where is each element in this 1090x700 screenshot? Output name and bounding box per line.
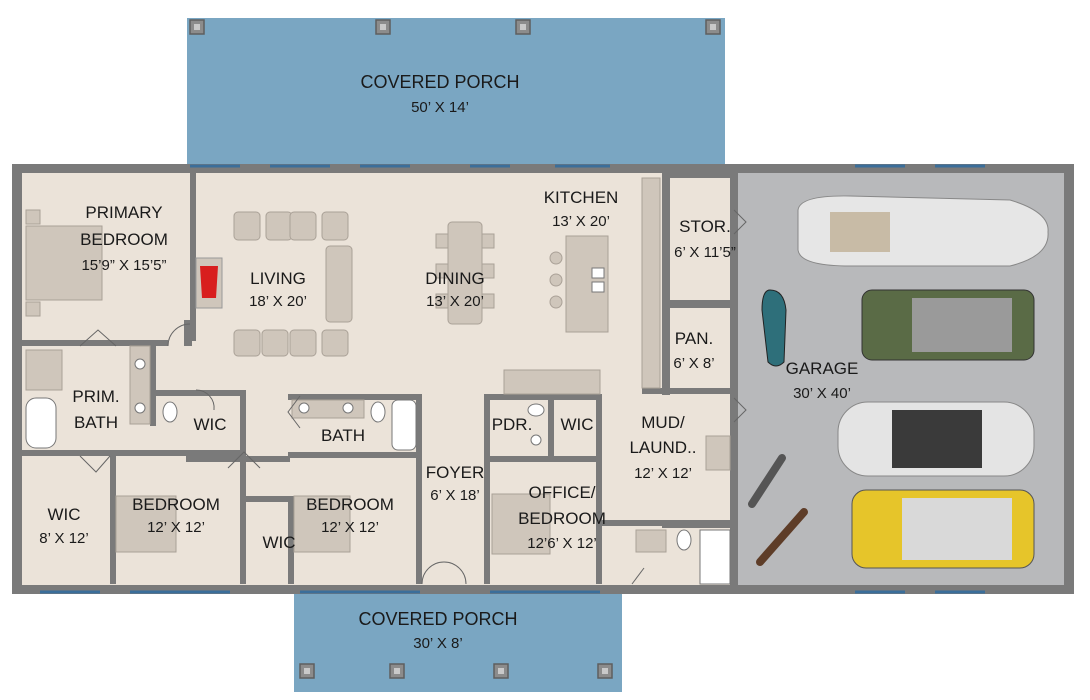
interior-walls: [22, 173, 738, 585]
dining-size: 13’ X 20’: [426, 293, 484, 310]
motorcycle-icon: [748, 454, 808, 566]
storage-name: STOR.: [679, 217, 731, 236]
garage-name: GARAGE: [786, 359, 859, 378]
dining-table: [435, 221, 495, 325]
office-name-1: OFFICE/: [528, 483, 595, 502]
hall-bath-fixtures: [291, 399, 417, 451]
mud-name-2: LAUND..: [629, 438, 696, 457]
living-furniture: [233, 211, 353, 357]
mud-fixtures: [635, 435, 731, 585]
jeep-icon: [861, 289, 1035, 361]
bedroom-b-name: BEDROOM: [306, 495, 394, 514]
prim-bath-name-2: BATH: [74, 413, 118, 432]
living-name: LIVING: [250, 269, 306, 288]
kitchen-island: [503, 177, 661, 395]
fireplace-icon: [195, 257, 223, 309]
rear-porch: [187, 18, 725, 170]
primary-bedroom-size: 15’9” X 15’5”: [81, 257, 166, 274]
garage-size: 30’ X 40’: [793, 385, 851, 402]
living-size: 18’ X 20’: [249, 293, 307, 310]
bath-name: BATH: [321, 426, 365, 445]
front-porch-name: COVERED PORCH: [358, 609, 517, 629]
wic-office-name: WIC: [560, 415, 593, 434]
primary-bed: [25, 209, 103, 317]
wic-primary-size: 8’ X 12’: [39, 530, 88, 547]
porch-posts: [189, 19, 721, 679]
rear-porch-name: COVERED PORCH: [360, 72, 519, 92]
wic-hall-name: WIC: [193, 415, 226, 434]
tesla-icon: [837, 401, 1035, 477]
windows: [40, 164, 985, 594]
jetski-icon: [761, 289, 787, 367]
foyer-name: FOYER: [426, 463, 485, 482]
front-porch-size: 30’ X 8’: [413, 635, 462, 652]
bedroom-b-size: 12’ X 12’: [321, 519, 379, 536]
mud-size: 12’ X 12’: [634, 465, 692, 482]
kitchen-name: KITCHEN: [544, 188, 619, 207]
pantry-name: PAN.: [675, 329, 713, 348]
wic-small-name: WIC: [262, 533, 295, 552]
office-name-2: BEDROOM: [518, 509, 606, 528]
primary-bedroom-name-2: BEDROOM: [80, 230, 168, 249]
front-porch: [294, 594, 622, 692]
suv-icon: [851, 489, 1035, 569]
office-size: 12’6’ X 12’: [527, 535, 597, 552]
powder-fixtures: [527, 403, 545, 446]
bedroom-a-name: BEDROOM: [132, 495, 220, 514]
boat-icon: [797, 195, 1049, 267]
powder-name: PDR.: [492, 415, 533, 434]
wic-primary-name: WIC: [47, 505, 80, 524]
prim-bath-name-1: PRIM.: [72, 387, 119, 406]
primary-bedroom-name-1: PRIMARY: [85, 203, 162, 222]
storage-floor: [670, 178, 732, 300]
door-swings: [79, 209, 747, 585]
bedroom-a-size: 12’ X 12’: [147, 519, 205, 536]
foyer-size: 6’ X 18’: [430, 487, 479, 504]
mud-name-1: MUD/: [641, 413, 685, 432]
bedroom-beds: [115, 493, 551, 555]
rear-porch-size: 50’ X 14’: [411, 99, 469, 116]
dining-name: DINING: [425, 269, 485, 288]
pantry-size: 6’ X 8’: [673, 355, 714, 372]
storage-size: 6’ X 11’5”: [674, 244, 736, 261]
pantry-floor: [668, 308, 730, 388]
kitchen-size: 13’ X 20’: [552, 213, 610, 230]
primary-bath-fixtures: [25, 345, 178, 449]
